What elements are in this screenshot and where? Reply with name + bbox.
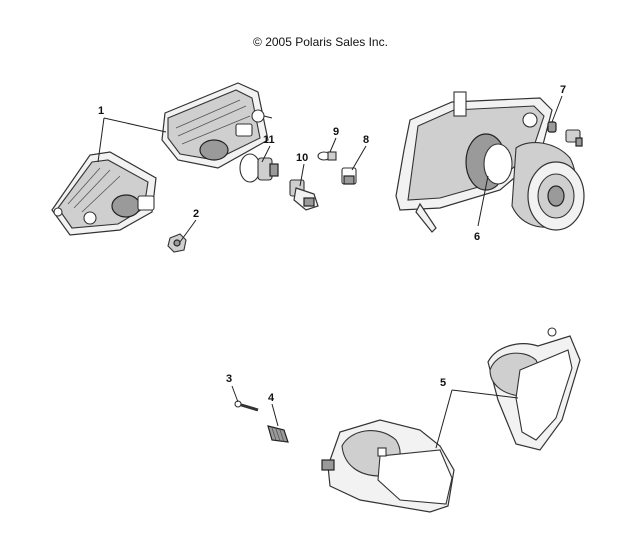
leader-1a	[103, 117, 167, 133]
leader-4	[271, 403, 279, 427]
callout-7: 7	[560, 84, 566, 96]
nut-part	[167, 233, 187, 253]
callout-1: 1	[98, 105, 104, 117]
leader-1b	[97, 117, 105, 163]
callout-8: 8	[363, 134, 369, 146]
callout-5: 5	[440, 377, 446, 389]
callout-2: 2	[193, 208, 199, 220]
leader-10	[299, 163, 305, 187]
socket-part-10	[289, 179, 319, 211]
bulb-part-11	[239, 153, 279, 183]
callout-10: 10	[296, 152, 308, 164]
leader-11	[261, 145, 271, 163]
leader-5a	[435, 389, 453, 449]
callout-11: 11	[263, 134, 275, 146]
callout-3: 3	[226, 373, 232, 385]
callout-6: 6	[474, 231, 480, 243]
callout-4: 4	[268, 392, 275, 404]
bulb-part-9	[317, 151, 337, 161]
leader-6	[477, 175, 489, 227]
leader-lines	[97, 95, 563, 449]
leader-3	[231, 385, 239, 403]
leader-7	[551, 95, 563, 123]
leader-9	[329, 137, 337, 153]
headlight-lower-right	[487, 327, 581, 451]
leader-8	[351, 145, 367, 171]
bulb-part-7	[547, 121, 583, 147]
headlight-lower-left	[321, 419, 455, 513]
marker-lamp-lower	[51, 151, 157, 236]
copyright-text: © 2005 Polaris Sales Inc.	[253, 35, 388, 49]
pin-part-3	[234, 400, 259, 412]
socket-part-8	[341, 167, 357, 185]
leader-5b	[451, 389, 519, 399]
spring-part-4	[267, 425, 289, 443]
marker-lamp-upper	[161, 82, 273, 169]
headlight-housing-upper	[395, 91, 585, 233]
leader-2	[179, 219, 197, 243]
callout-9: 9	[333, 126, 339, 138]
